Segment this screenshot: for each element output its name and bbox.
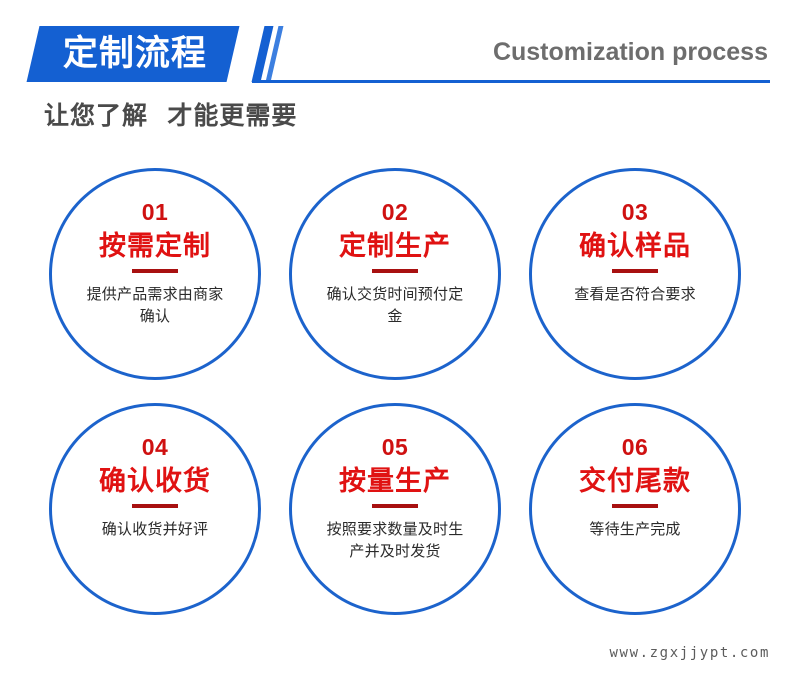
process-step-04: 04 确认收货 确认收货并好评 (49, 403, 261, 615)
step-description: 提供产品需求由商家确认 (86, 285, 224, 325)
step-number: 05 (381, 434, 409, 460)
step-title: 确认样品 (579, 231, 691, 262)
step-number: 03 (621, 199, 649, 225)
step-number: 06 (621, 434, 649, 460)
step-title: 交付尾款 (579, 466, 691, 497)
step-title: 定制生产 (339, 231, 451, 262)
header-underline-rule (252, 80, 770, 83)
process-step-05: 05 按量生产 按照要求数量及时生产并及时发货 (289, 403, 501, 615)
step-divider (132, 504, 178, 508)
step-divider (612, 269, 658, 273)
header-title-text: 定制流程 (63, 33, 208, 74)
step-number: 04 (141, 434, 169, 460)
step-description: 等待生产完成 (589, 520, 681, 538)
step-description: 确认收货并好评 (101, 520, 209, 538)
process-steps-grid: 01 按需定制 提供产品需求由商家确认 02 定制生产 确认交货时间预付定金 0… (0, 168, 790, 638)
process-step-03: 03 确认样品 查看是否符合要求 (529, 168, 741, 380)
process-step-01: 01 按需定制 提供产品需求由商家确认 (49, 168, 261, 380)
step-divider (372, 269, 418, 273)
process-step-02: 02 定制生产 确认交货时间预付定金 (289, 168, 501, 380)
process-steps-row-top: 01 按需定制 提供产品需求由商家确认 02 定制生产 确认交货时间预付定金 0… (0, 168, 790, 403)
page-subtitle: 让您了解 才能更需要 (44, 101, 298, 130)
header-english-subtitle: Customization process (492, 38, 768, 66)
process-steps-row-bottom: 04 确认收货 确认收货并好评 05 按量生产 按照要求数量及时生产并及时发货 … (0, 403, 790, 638)
page-header: 定制流程 Customization process (0, 0, 790, 92)
step-title: 按需定制 (99, 231, 211, 262)
step-description: 确认交货时间预付定金 (326, 285, 464, 325)
step-divider (612, 504, 658, 508)
step-title: 确认收货 (99, 466, 211, 497)
step-divider (372, 504, 418, 508)
step-divider (132, 269, 178, 273)
step-title: 按量生产 (339, 466, 451, 497)
step-number: 02 (381, 199, 409, 225)
process-step-06: 06 交付尾款 等待生产完成 (529, 403, 741, 615)
step-description: 按照要求数量及时生产并及时发货 (326, 520, 464, 560)
step-description: 查看是否符合要求 (574, 285, 696, 303)
site-watermark: www.zgxjjypt.com (609, 645, 770, 661)
step-number: 01 (141, 199, 169, 225)
header-title-banner: 定制流程 (26, 26, 240, 82)
